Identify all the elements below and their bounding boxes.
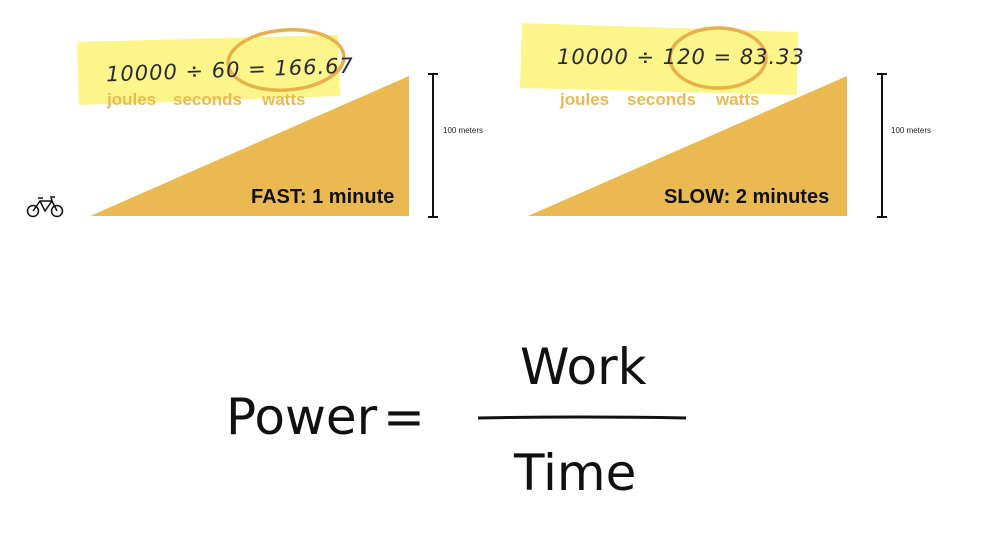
slow-label: SLOW: 2 minutes xyxy=(664,186,830,208)
slow-unit-seconds: seconds xyxy=(627,90,696,109)
fast-highlight xyxy=(77,35,340,105)
formula-time: Time xyxy=(514,444,637,502)
formula-work: Work xyxy=(520,338,647,396)
fast-result-circle xyxy=(226,28,346,92)
slow-highlight xyxy=(520,23,798,95)
slow-height-label: 100 meters xyxy=(891,126,932,135)
bicycle-icon xyxy=(26,196,64,218)
slow-unit-joules: joules xyxy=(560,90,610,109)
slow-height-bar xyxy=(877,73,887,218)
slow-hill xyxy=(528,76,847,216)
formula-power: Power xyxy=(226,388,378,446)
fast-height-bar xyxy=(428,73,438,218)
fast-label: FAST: 1 minute xyxy=(251,186,395,208)
fast-hill xyxy=(90,76,409,216)
fast-unit-seconds: seconds xyxy=(173,90,242,109)
fast-unit-joules: joules xyxy=(107,90,157,109)
slow-result-circle xyxy=(668,26,768,90)
fast-unit-watts: watts xyxy=(262,90,306,109)
slow-equation: 10000 ÷ 120 = 83.33 xyxy=(557,45,805,69)
fast-height-label: 100 meters xyxy=(443,126,484,135)
slow-unit-watts: watts xyxy=(716,90,760,109)
formula-equals: = xyxy=(383,388,425,446)
fraction-line xyxy=(477,415,687,420)
